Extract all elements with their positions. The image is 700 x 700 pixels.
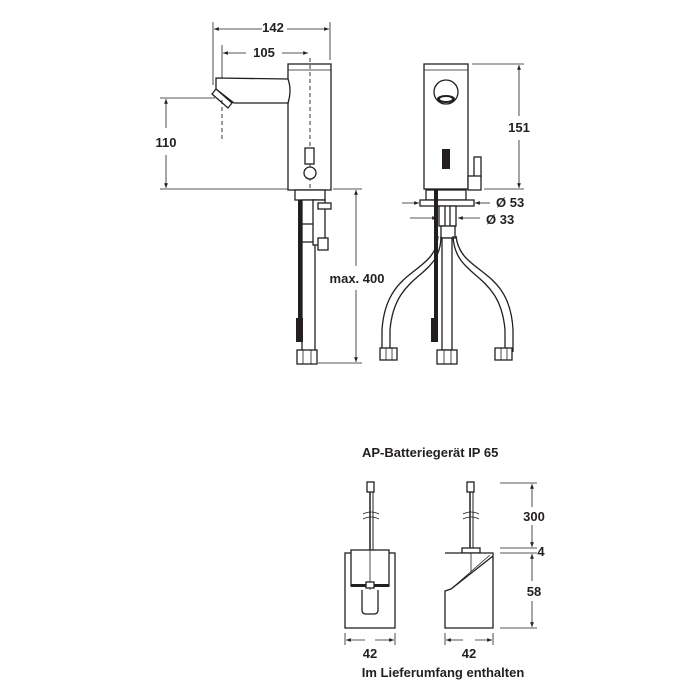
dim-spout-reach: 105 (253, 45, 275, 60)
battery-side-view (444, 481, 537, 645)
dim-base-diameter: Ø 53 (496, 195, 524, 210)
dim-body-height: 151 (508, 120, 530, 135)
front-view (379, 63, 524, 365)
dim-shank-diameter: Ø 33 (486, 212, 514, 227)
battery-unit-title: AP-Batteriegerät IP 65 (362, 445, 498, 460)
dim-cap-height: 4 (537, 544, 545, 559)
dim-spout-height: 110 (156, 135, 177, 150)
dim-body-height-battery: 58 (527, 584, 541, 599)
dim-hose-length: max. 400 (330, 271, 385, 286)
battery-front-view (344, 481, 396, 645)
side-view (160, 22, 362, 365)
dim-front-width: 42 (363, 646, 377, 661)
scope-of-delivery-note: Im Lieferumfang enthalten (362, 665, 525, 680)
dim-side-width: 42 (462, 646, 476, 661)
dim-cable-length: 300 (523, 509, 545, 524)
dim-overall-width: 142 (262, 20, 284, 35)
